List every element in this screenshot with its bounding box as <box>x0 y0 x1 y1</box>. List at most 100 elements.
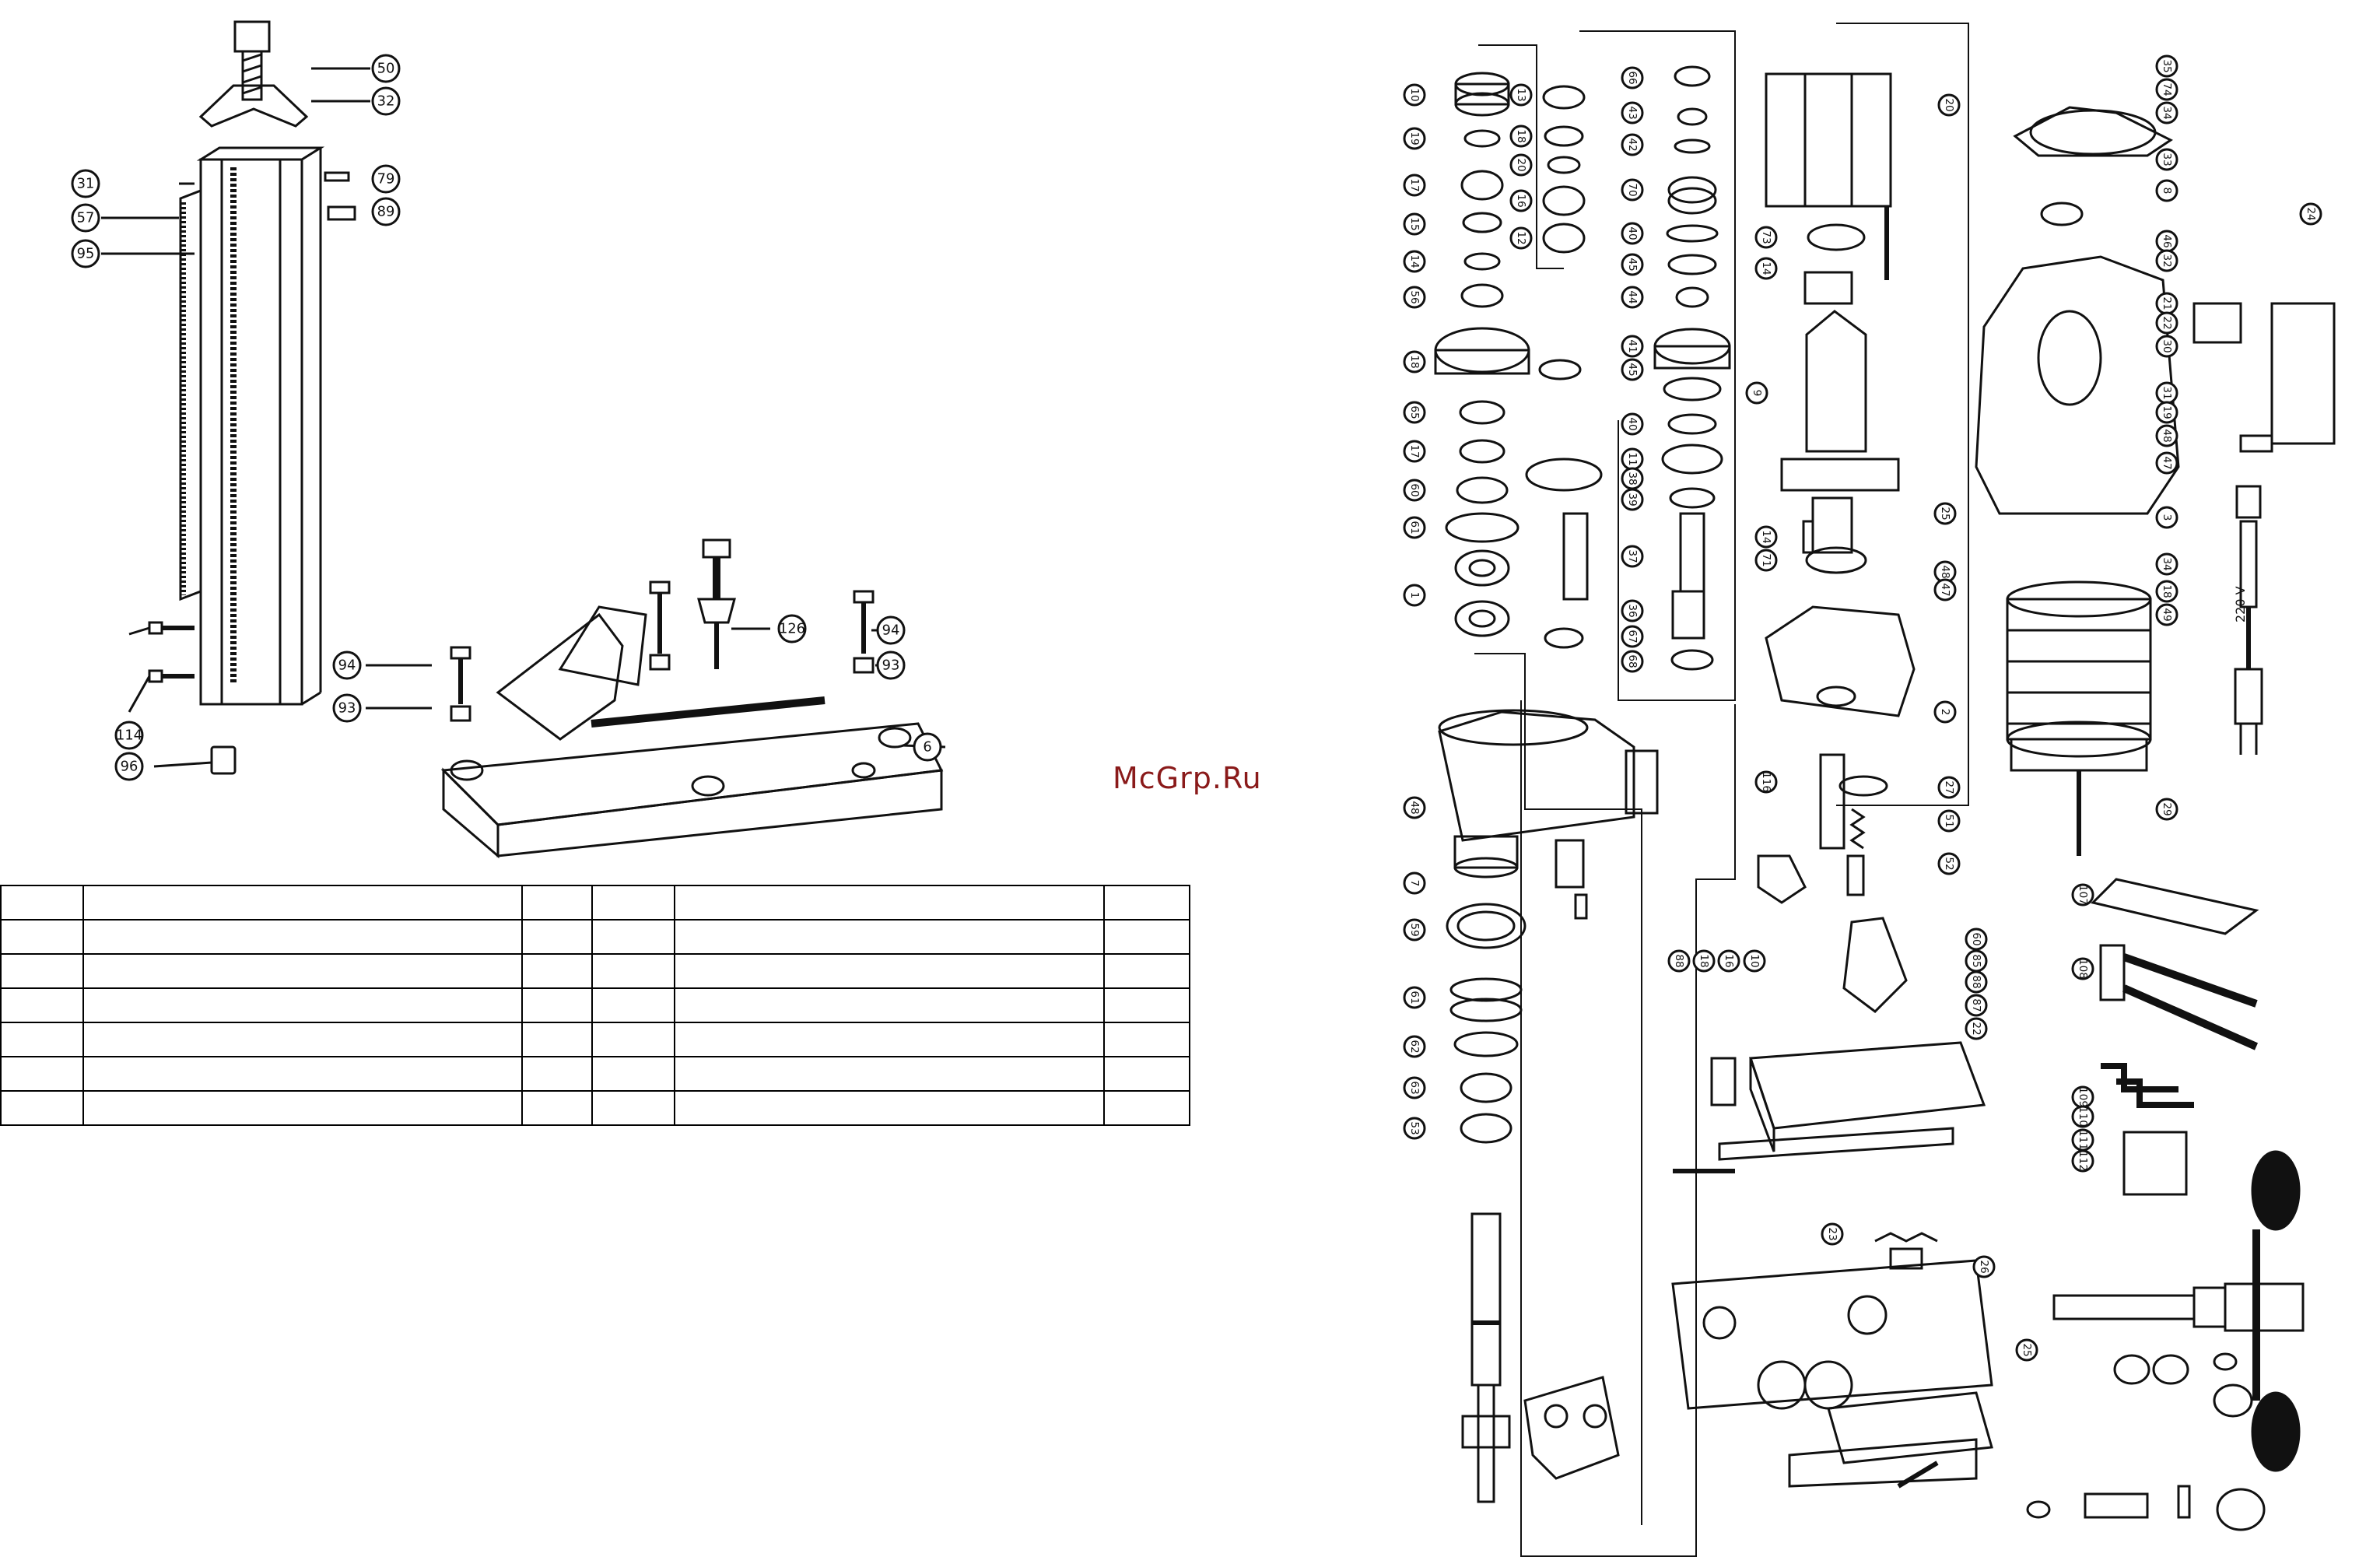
callout-bubble: 110 <box>2071 1105 2094 1128</box>
callout-bubble: 30 <box>2155 335 2178 358</box>
callout-number: 66 <box>1626 71 1639 84</box>
callout-bubble: 57 <box>71 203 100 233</box>
callout-number: 14 <box>1408 254 1421 268</box>
callout-bubble: 68 <box>1621 650 1644 673</box>
gearbox-cover <box>1757 605 1916 904</box>
callout-bubble: 51 <box>1937 809 1961 833</box>
callout-bubble: 3 <box>2155 506 2178 529</box>
callout-number: 27 <box>1943 780 1955 794</box>
callout-bubble: 111 <box>2071 1128 2094 1152</box>
callout-number: 43 <box>1626 106 1639 119</box>
callout-bubble: 87 <box>1965 994 1988 1017</box>
callout-bubble: 14 <box>1754 525 1778 549</box>
callout-number: 45 <box>1626 363 1639 376</box>
callout-number: 7 <box>1408 880 1421 887</box>
table-cell <box>674 1022 1105 1057</box>
callout-number: 65 <box>1408 405 1421 419</box>
callout-number: 19 <box>2161 405 2173 419</box>
callout-number: 40 <box>1626 226 1639 240</box>
callout-bubble: 19 <box>2155 401 2178 424</box>
table-cell <box>591 987 675 1023</box>
callout-number: 16 <box>1723 954 1735 967</box>
callout-bubble: 15 <box>1403 212 1426 236</box>
feed-handle <box>1897 1150 2305 1531</box>
drill-body <box>1523 1232 1993 1488</box>
callout-number: 93 <box>882 658 900 674</box>
callout-number: 60 <box>1408 483 1421 496</box>
callout-bubble: 74 <box>2155 78 2178 101</box>
callout-number: 61 <box>1408 991 1421 1004</box>
table-row <box>0 1056 1190 1092</box>
callout-number: 70 <box>1626 183 1639 196</box>
parts-table <box>0 885 1190 1126</box>
callout-number: 18 <box>2161 584 2173 598</box>
table-cell <box>674 885 1105 921</box>
callout-number: 48 <box>1939 565 1951 578</box>
callout-bubble: 22 <box>1965 1017 1988 1040</box>
callout-bubble: 66 <box>1621 66 1644 89</box>
table-cell <box>0 1090 84 1126</box>
callout-bubble: 109 <box>2071 1085 2094 1109</box>
table-cell <box>591 919 675 955</box>
table-cell <box>521 1090 593 1126</box>
callout-bubble: 44 <box>1621 286 1644 309</box>
callout-bubble: 48 <box>2155 424 2178 447</box>
callout-bubble: 88 <box>1965 970 1988 994</box>
callout-number: 62 <box>1408 1040 1421 1053</box>
callout-number: 14 <box>1760 530 1772 543</box>
callout-number: 87 <box>1970 998 1982 1012</box>
callout-number: 34 <box>2161 106 2173 119</box>
callout-bubble: 9 <box>1745 381 1768 405</box>
callout-bubble: 12 <box>1509 226 1533 250</box>
callout-bubble: 43 <box>1621 101 1644 124</box>
callout-bubble: 21 <box>2155 292 2178 315</box>
callout-number: 35 <box>2161 59 2173 72</box>
table-cell <box>1103 953 1190 989</box>
callout-bubble: 10 <box>1403 83 1426 107</box>
callout-bubble: 11 <box>1621 447 1644 471</box>
motor-armature <box>1765 72 1900 574</box>
callout-number: 19 <box>1408 132 1421 145</box>
callout-bubble: 108 <box>2071 957 2094 980</box>
callout-bubble: 56 <box>1403 286 1426 309</box>
callout-bubble: 10 <box>1743 949 1766 973</box>
callout-number: 33 <box>2161 153 2173 166</box>
table-row <box>0 953 1190 989</box>
callout-bubble: 93 <box>332 693 362 723</box>
callout-bubble: 93 <box>876 650 906 680</box>
callout-bubble: 107 <box>2071 883 2094 906</box>
callout-number: 53 <box>1408 1121 1421 1134</box>
callout-bubble: 45 <box>1621 358 1644 381</box>
table-cell <box>521 1022 593 1057</box>
callout-bubble: 18 <box>1403 350 1426 373</box>
table-cell <box>591 1090 675 1126</box>
callout-bubble: 47 <box>2155 451 2178 475</box>
callout-number: 126 <box>779 621 805 637</box>
table-cell <box>0 953 84 989</box>
callout-bubble: 85 <box>1965 949 1988 973</box>
callout-bubble: 22 <box>2155 311 2178 335</box>
callout-number: 109 <box>2077 1087 2089 1107</box>
table-row <box>0 1022 1190 1057</box>
callout-bubble: 96 <box>114 752 144 781</box>
table-cell <box>591 1022 675 1057</box>
callout-number: 88 <box>1970 975 1982 988</box>
callout-bubble: 2 <box>1933 700 1957 724</box>
callout-bubble: 8 <box>2155 179 2178 202</box>
callout-number: 112 <box>2077 1151 2089 1171</box>
callout-number: 38 <box>1626 472 1639 485</box>
callout-number: 85 <box>1970 954 1982 967</box>
callout-number: 16 <box>1515 194 1527 207</box>
callout-bubble: 47 <box>1933 578 1957 601</box>
callout-number: 89 <box>377 204 395 220</box>
callout-bubble: 79 <box>371 164 401 194</box>
callout-number: 74 <box>2161 82 2173 96</box>
table-cell <box>1103 1022 1190 1057</box>
callout-number: 37 <box>1626 549 1639 563</box>
callout-bubble: 40 <box>1621 222 1644 245</box>
callout-number: 93 <box>338 700 356 717</box>
callout-number: 68 <box>1626 654 1639 668</box>
accessories <box>2091 878 2259 1196</box>
